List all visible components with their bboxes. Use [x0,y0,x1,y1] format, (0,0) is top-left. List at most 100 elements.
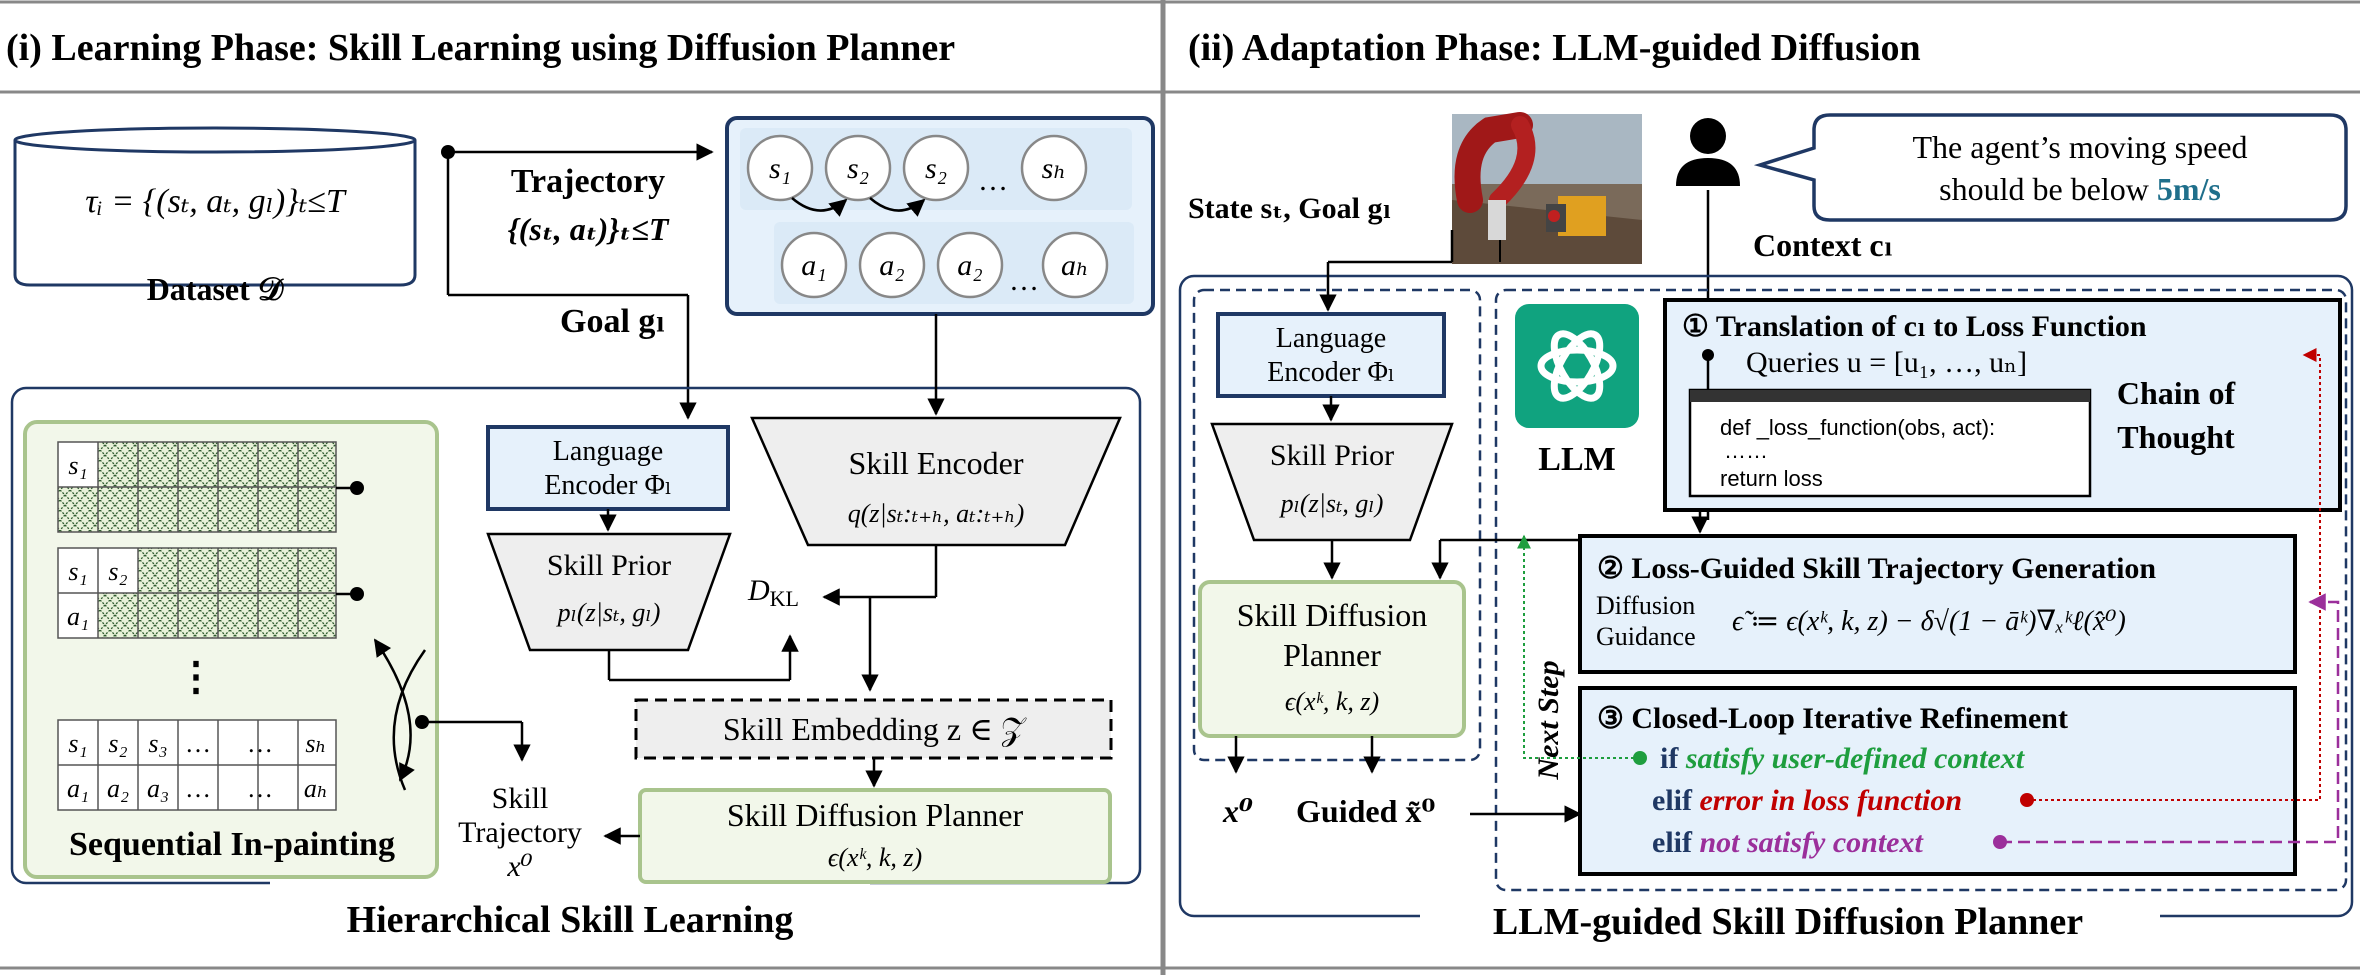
sdp-left-l1: Skill Diffusion Planner [727,797,1024,833]
inpaint-r1-s1: s₁ [68,451,87,480]
inpaint-r3-s4: … [185,729,211,758]
cot-l2: Thought [2117,419,2235,455]
traj-state-dots: … [978,164,1008,197]
trajectory-formula: {(sₜ, aₜ)}ₜ≤T [508,211,670,247]
chatgpt-logo-icon [1515,304,1639,428]
x0-label: x⁰ [1222,793,1253,829]
traj-action-3: a₂ [957,249,982,282]
lang-enc-right-l2: Encoder Φₗ [1267,357,1395,388]
context-label: Context cₗ [1753,227,1893,263]
skill-prior-right [1210,422,1454,542]
diff-guidance-l2: Guidance [1596,622,1696,651]
inpaint-r2-a1: a₁ [67,602,89,631]
right-footer: LLM-guided Skill Diffusion Planner [1493,901,2083,943]
step2-title: ② Loss-Guided Skill Trajectory Generatio… [1597,552,2156,585]
inpaint-r2-s2: s₂ [108,557,127,586]
inpaint-r3-ah: aₕ [304,774,328,803]
queries: Queries u = [u₁, …, uₙ] [1746,346,2027,379]
inpaint-r3-s5: … [247,729,273,758]
traj-state-h: sₕ [1042,152,1067,185]
inpaint-label: Sequential In-painting [69,826,395,863]
dataset-label: Dataset 𝒟 [147,271,285,307]
language-encoder-left [486,425,730,511]
traj-state-1: s₁ [769,152,791,185]
refine-elif-context: elif not satisfy context [1652,826,1924,859]
left-footer: Hierarchical Skill Learning [347,899,794,941]
sdp-right-l1: Skill Diffusion [1237,597,1428,633]
inpaint-grid-2: s₁ s₂ a₁ [57,547,337,639]
inpaint-r3-sh: sₕ [305,729,326,758]
step3-title: ③ Closed-Loop Iterative Refinement [1597,702,2068,735]
skill-traj-l3: x⁰ [506,850,532,883]
speech-bubble [1753,113,2348,222]
traj-states-row: s₁ s₂ s₂ … sₕ [746,134,1088,217]
refine-elif-error: elif error in loss function [1652,784,1962,817]
traj-action-1: a₁ [801,249,826,282]
speech-l2: should be below 5m/s [1939,171,2221,207]
traj-action-dots: … [1009,264,1039,297]
inpaint-r3-a3: a₃ [147,774,169,803]
sdp-right-l2: Planner [1283,637,1381,673]
speech-l1: The agent’s moving speed [1912,129,2247,165]
guidance-formula: ϵ̃ ≔ ϵ(xᵏ, k, z) − δ√(1 − āᵏ)∇ₓᵏℓ(x̂⁰) [1732,606,2126,637]
step3-box [1578,686,2297,876]
skill-prior-left-l1: Skill Prior [547,549,671,582]
traj-state-2: s₂ [847,152,869,185]
traj-action-h: aₕ [1061,249,1089,282]
inpaint-r3-a4: … [185,774,211,803]
guided-label: Guided x̃⁰ [1296,793,1435,829]
next-step-label: Next Step [1532,660,1565,780]
code-line-1: def _loss_function(obs, act): [1720,415,1995,440]
goal-label: Goal gₗ [560,303,665,340]
cot-l1: Chain of [2117,375,2236,411]
skill-traj-l2: Trajectory [458,816,582,849]
traj-actions-row: a₁ a₂ a₂ … aₕ [780,231,1109,299]
right-header: (ii) Adaptation Phase: LLM-guided Diffus… [1188,27,1921,69]
sdp-left-l2: ϵ(xᵏ, k, z) [828,843,922,872]
step1-title: ① Translation of cₗ to Loss Function [1682,310,2147,343]
refine-if: if satisfy user-defined context [1660,742,2026,775]
database-icon [13,126,417,287]
inpaint-r3-s2: s₂ [108,729,127,758]
skill-encoder-l1: Skill Encoder [848,445,1023,481]
skill-traj-l1: Skill [492,782,549,815]
trajectory-label: Trajectory [511,163,665,200]
lang-enc-left-l2: Encoder Φₗ [544,470,672,501]
skill-prior-left-l2: pₗ(z|sₜ, gₗ) [556,598,661,627]
skill-encoder-l2: q(z|sₜ:ₜ₊ₕ, aₜ:ₜ₊ₕ) [848,499,1025,528]
skill-embedding: Skill Embedding z ∈ 𝒵 [723,711,1027,747]
state-goal: State sₜ, Goal gₗ [1188,192,1391,225]
lang-enc-right-l1: Language [1276,323,1386,354]
inpaint-r3-s1: s₁ [68,729,87,758]
lang-enc-left-l1: Language [553,436,663,467]
skill-prior-right-l2: pₗ(z|sₜ, gₗ) [1279,489,1384,518]
inpaint-r3-a2: a₂ [107,774,129,803]
robot-scene-image [1452,112,1642,264]
sdp-right-l3: ϵ(xᵏ, k, z) [1285,687,1379,716]
code-line-2: …… [1724,438,1768,463]
user-icon [1676,118,1740,186]
llm-area [1494,288,2348,892]
step2-box [1578,534,2297,674]
skill-prior-left [486,532,732,652]
inpaint-r3-a5: … [247,774,273,803]
inpaint-grid-3: s₁ s₂ s₃ … … sₕ a₁ a₂ a₃ … … aₕ [57,719,337,811]
inpaint-r2-s1: s₁ [68,557,87,586]
code-box [1688,388,2092,498]
planner-column [1192,288,1482,762]
skill-encoder [750,416,1122,547]
inpaint-r3-s3: s₃ [148,729,167,758]
language-encoder-right [1216,312,1446,398]
dataset-formula: τᵢ = {(sₜ, aₜ, gₗ)}ₜ≤T [85,183,347,220]
inpaint-r3-a1: a₁ [67,774,89,803]
diff-guidance-l1: Diffusion [1596,591,1695,620]
llm-label: LLM [1538,441,1615,478]
traj-state-3: s₂ [925,152,947,185]
skill-prior-right-l1: Skill Prior [1270,439,1394,472]
left-header: (i) Learning Phase: Skill Learning using… [6,27,955,69]
code-line-3: return loss [1720,466,1823,491]
skill-diffusion-planner-right [1198,580,1466,738]
dkl-label: DKL [747,574,799,611]
